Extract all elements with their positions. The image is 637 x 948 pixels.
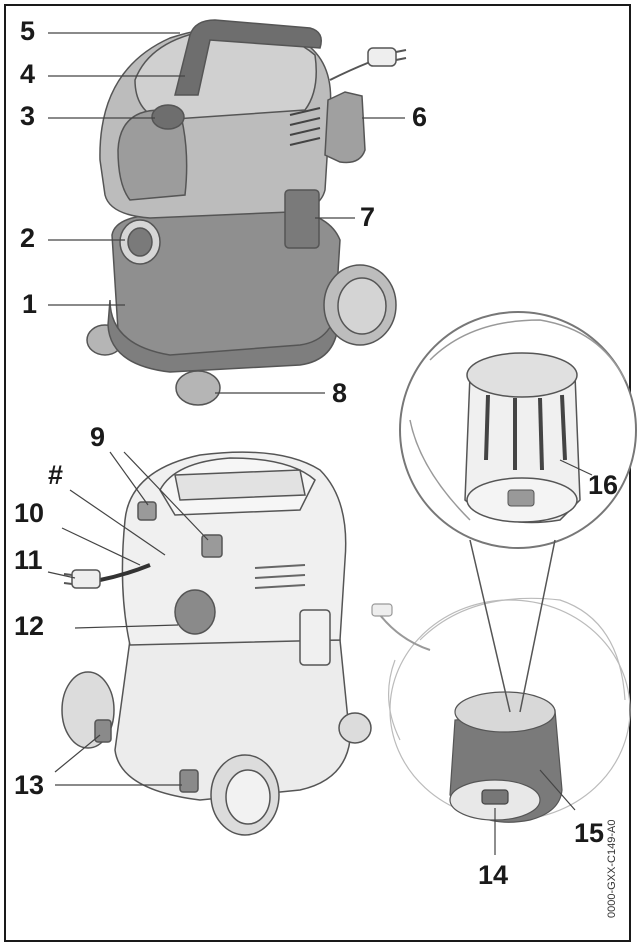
slot-lower: [179, 769, 199, 793]
filter-illustration: [371, 597, 631, 823]
rear-plug: [71, 569, 101, 589]
callout-6: 6: [412, 102, 428, 132]
leader-9a: [109, 451, 149, 506]
leader-lines: [47, 32, 593, 855]
rear-vacuum-illustration: [61, 451, 372, 836]
rear-power-cord: [99, 563, 151, 582]
callout-4: 4: [20, 59, 36, 89]
leader-13a: [54, 734, 101, 773]
power-cord: [329, 61, 371, 81]
leader-15: [539, 769, 576, 811]
callout-16: 16: [588, 470, 619, 500]
zoom-line-right: [519, 539, 556, 713]
cord-hook-right: [201, 534, 223, 558]
callout-2: 2: [20, 223, 36, 253]
callout-11: 11: [14, 545, 43, 575]
zoom-line-left: [469, 539, 511, 713]
callout-5: 5: [20, 16, 36, 46]
slot-upper: [94, 719, 112, 743]
callout-8: 8: [332, 378, 348, 408]
accessory-holder: [324, 91, 366, 164]
leader-12: [74, 624, 179, 629]
plug: [367, 47, 397, 67]
callout-9: 9: [90, 422, 106, 452]
carry-handle: [174, 19, 322, 96]
callout-15: 15: [574, 818, 605, 848]
container-latch: [284, 189, 320, 249]
front-caster: [175, 370, 221, 406]
callout-hash: #: [48, 460, 64, 490]
callout-7: 7: [360, 202, 376, 232]
callout-12: 12: [14, 611, 45, 641]
leader-16: [559, 459, 593, 476]
callout-13: 13: [14, 770, 45, 800]
image-code: 0000-GXX-C149-A0: [606, 819, 618, 918]
leader-10: [61, 527, 141, 566]
filter-knob: [481, 789, 509, 805]
cord-hook-left: [137, 501, 157, 521]
rear-caster: [338, 712, 372, 744]
leader-hash: [69, 489, 166, 556]
callout-10: 10: [14, 498, 45, 528]
blower-port: [174, 589, 216, 635]
leader-11: [47, 571, 76, 579]
front-panel: [117, 109, 188, 201]
rear-latch: [299, 609, 331, 666]
callout-1: 1: [22, 289, 38, 319]
callout-14: 14: [478, 860, 509, 890]
callout-3: 3: [20, 101, 36, 131]
zoom-detail: [399, 311, 637, 713]
switch-knob: [151, 104, 185, 130]
top-vacuum-illustration: [86, 19, 407, 406]
leader-9b: [123, 451, 209, 541]
